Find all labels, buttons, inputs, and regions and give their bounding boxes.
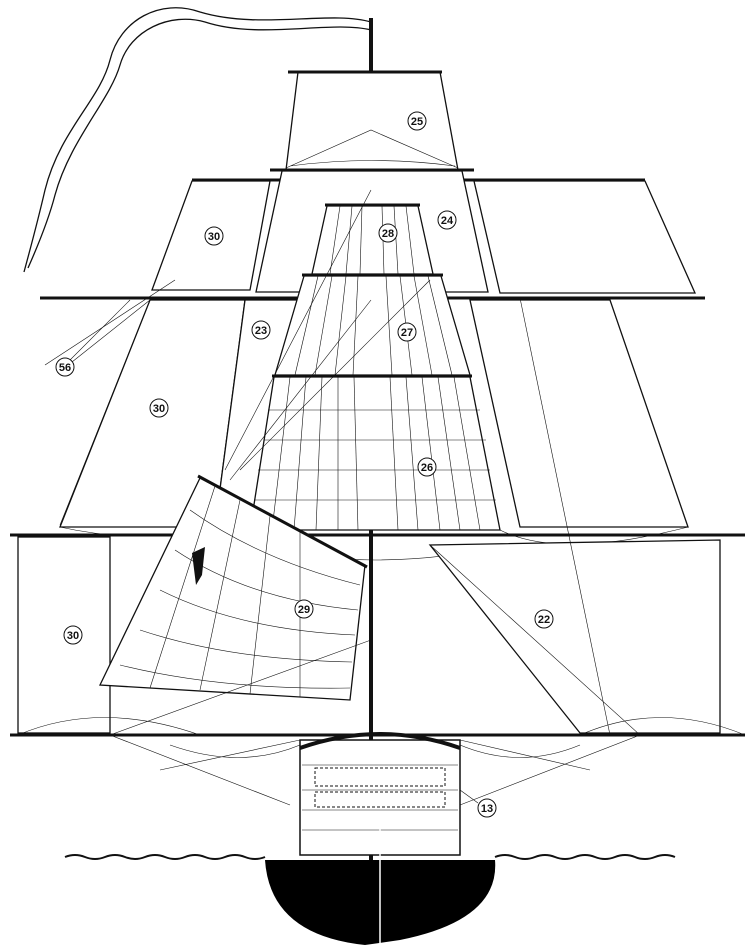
label-25: 25	[407, 111, 427, 131]
label-28: 28	[378, 223, 398, 243]
svg-text:30: 30	[153, 403, 165, 415]
taffrail-carving	[299, 732, 461, 750]
svg-text:29: 29	[298, 604, 310, 616]
window-row-2	[314, 791, 446, 808]
svg-text:24: 24	[441, 215, 454, 227]
label-29: 29	[294, 599, 314, 619]
svg-text:28: 28	[382, 228, 394, 240]
label-30-middle: 30	[149, 398, 169, 418]
spanker-gaff	[197, 474, 368, 569]
label-22: 22	[534, 609, 554, 629]
label-27: 27	[397, 322, 417, 342]
svg-text:56: 56	[59, 362, 71, 374]
sail-topsail-right	[469, 299, 689, 528]
sail-fore-topgallant	[311, 205, 434, 275]
sail-fore-topsail	[274, 275, 471, 376]
callout-56-leader	[71, 299, 151, 363]
label-26: 26	[417, 457, 437, 477]
svg-text:23: 23	[255, 325, 267, 337]
svg-text:13: 13	[481, 803, 493, 815]
svg-text:30: 30	[208, 231, 220, 243]
svg-text:26: 26	[421, 462, 433, 474]
svg-text:27: 27	[401, 327, 413, 339]
sail-upper-right	[473, 180, 697, 294]
svg-text:30: 30	[67, 630, 79, 642]
royal-rigging	[285, 129, 459, 169]
lower-foot-curves	[17, 717, 746, 758]
label-23: 23	[251, 320, 271, 340]
svg-text:22: 22	[538, 614, 550, 626]
rigging-lines	[44, 189, 641, 806]
waterline	[64, 854, 676, 860]
label-30-lower: 30	[63, 625, 83, 645]
svg-text:25: 25	[411, 116, 423, 128]
label-13: 13	[477, 798, 497, 818]
label-24: 24	[437, 210, 457, 230]
label-56: 56	[55, 357, 75, 377]
callout-13-leader	[459, 789, 479, 804]
pennant-flag-lower	[27, 18, 372, 269]
sail-studding-right	[428, 539, 721, 734]
window-row-1	[314, 767, 446, 787]
pennant-flag	[23, 7, 372, 273]
sail-royal	[285, 71, 459, 171]
fore-course-cloths	[254, 376, 496, 531]
label-30-upper: 30	[204, 226, 224, 246]
spanker-emblem	[192, 547, 205, 585]
